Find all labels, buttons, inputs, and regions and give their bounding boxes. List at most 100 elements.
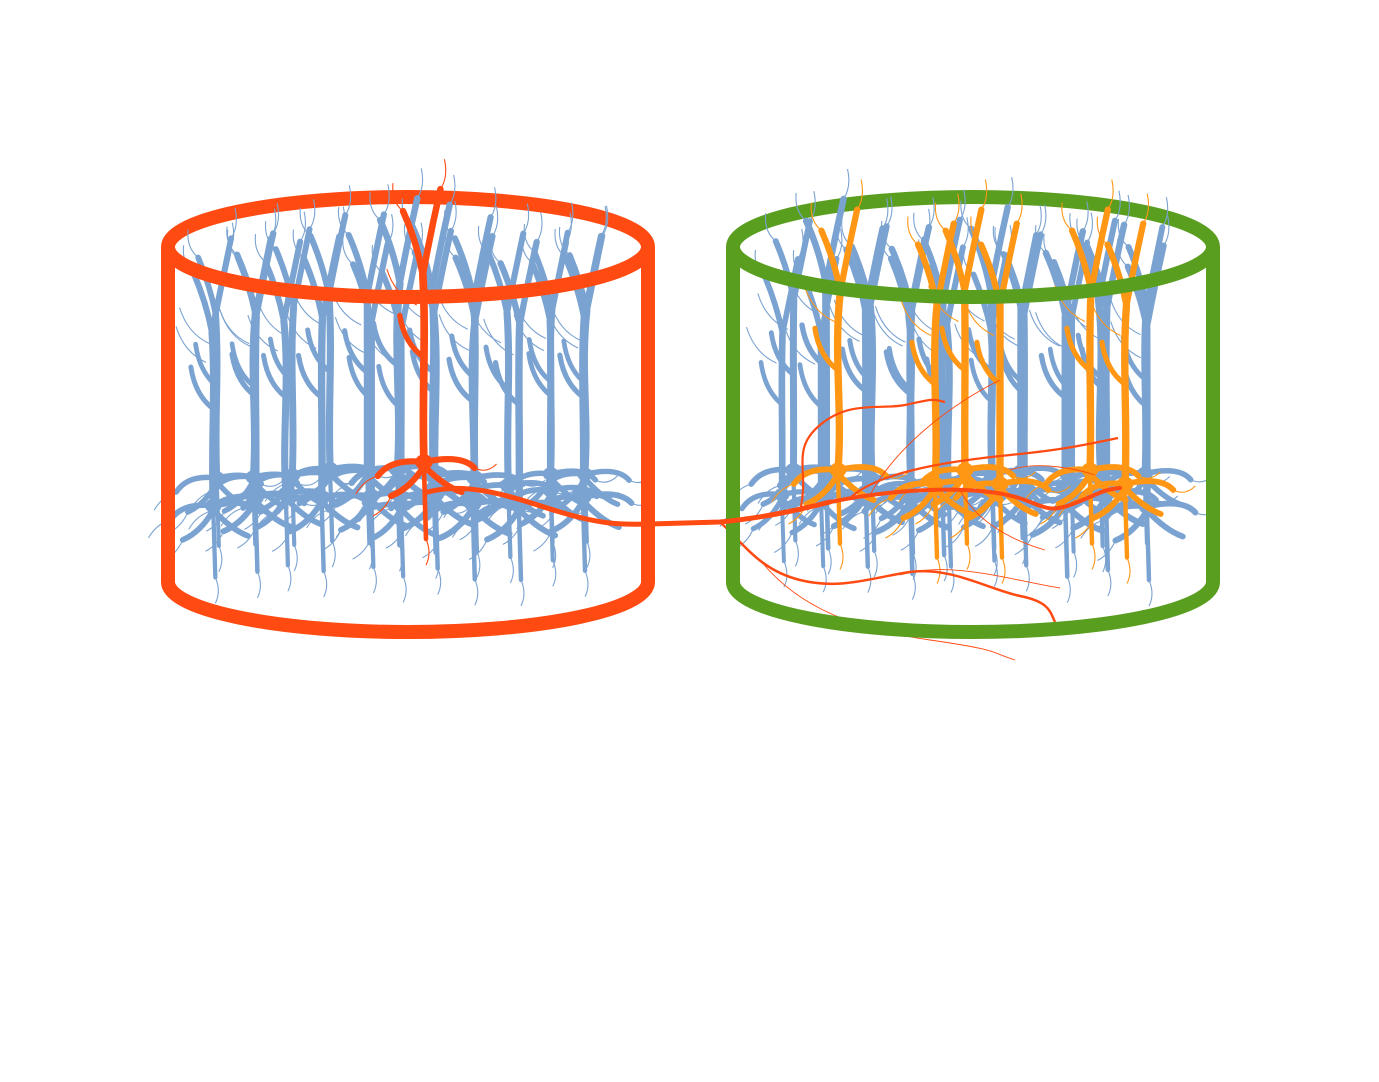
descending-dendrite <box>1062 504 1070 579</box>
basal-twigs <box>1023 471 1161 570</box>
tuft-twigs <box>513 212 572 352</box>
apical-dendrite <box>515 321 524 510</box>
soma <box>415 454 433 470</box>
axon-projection <box>425 485 833 527</box>
oblique-dendrite <box>812 325 841 373</box>
oblique-dendrite <box>295 352 325 401</box>
left-cylinder-back <box>161 190 655 248</box>
apical-dendrite <box>280 317 290 498</box>
tuft-branch <box>516 238 540 329</box>
apical-dendrite <box>430 310 440 498</box>
basal-twigs <box>522 475 652 568</box>
basal-twigs <box>355 463 497 566</box>
oblique-dendrite <box>188 364 216 412</box>
right-cylinder-back <box>726 190 1220 248</box>
basal-dendrites <box>1057 487 1159 531</box>
apical-dendrite <box>833 287 845 474</box>
tuft-twigs <box>900 193 960 337</box>
tuft-twigs <box>438 206 499 351</box>
tuft-branch <box>428 201 453 294</box>
basal-twigs <box>335 506 471 603</box>
target-neuron <box>898 179 1036 570</box>
soma <box>542 483 559 498</box>
basal-twigs <box>771 471 909 570</box>
basal-dendrites <box>790 464 890 507</box>
apical-dendrite <box>546 317 555 494</box>
apical-dendrite <box>579 314 588 501</box>
basal-dendrites <box>1016 494 1119 538</box>
descending-dendrite <box>946 500 954 569</box>
tuft-twigs <box>1070 194 1130 341</box>
basal-dendrites <box>977 465 1068 508</box>
tuft-branch <box>430 227 454 317</box>
apical-dendrite <box>987 326 996 497</box>
apical-dendrite <box>288 303 298 479</box>
tuft-twigs <box>1089 193 1150 337</box>
tuft-branch <box>253 230 277 320</box>
tuft-twigs <box>334 213 394 354</box>
basal-dendrites <box>739 489 829 532</box>
oblique-dendrite <box>446 356 476 404</box>
descending-dendrite <box>253 500 260 574</box>
tuft-twigs <box>547 205 607 349</box>
tuft-branch <box>862 225 886 315</box>
basal-twigs <box>220 495 356 592</box>
basal-dendrites <box>541 468 632 511</box>
basal-dendrites <box>374 456 478 500</box>
axon-collateral-major <box>828 486 1122 511</box>
tuft-twigs <box>483 211 543 356</box>
descending-dendrite <box>997 487 1005 560</box>
oblique-dendrite <box>346 354 374 402</box>
basal-twigs <box>451 507 591 607</box>
tuft-twigs <box>285 206 346 350</box>
tuft-branch <box>943 244 966 329</box>
descending-dendrite <box>580 500 588 573</box>
background-neuron <box>516 205 654 598</box>
basal-dendrites <box>1099 500 1199 544</box>
oblique-dendrite <box>758 360 785 407</box>
tuft-branch <box>961 206 985 295</box>
tuft-branch <box>208 249 232 336</box>
axon-collateral <box>849 436 1119 499</box>
basal-twigs <box>933 485 1071 584</box>
tuft-branch <box>1020 231 1044 319</box>
oblique-dendrite <box>968 357 995 405</box>
axon-terminal-arbor <box>719 379 1122 661</box>
oblique-dendrite <box>493 359 522 408</box>
basal-dendrites <box>1042 464 1142 507</box>
tuft-branch <box>779 256 801 336</box>
oblique-dendrite <box>342 328 370 376</box>
basal-twigs <box>486 492 620 587</box>
axon-fine-branches <box>759 379 1096 661</box>
descending-dendrite <box>369 499 376 570</box>
descending-dendrite <box>819 502 826 569</box>
tuft-twigs <box>179 208 237 345</box>
tuft-branch <box>368 240 391 327</box>
apical-dendrite <box>866 302 877 483</box>
right-cylinder-top-rim-front <box>726 246 1220 304</box>
oblique-dendrite <box>839 346 869 394</box>
apical-dendrite <box>251 312 260 501</box>
oblique-dendrite <box>1038 352 1068 401</box>
tuft-branch <box>419 185 444 279</box>
basal-twigs <box>190 478 320 571</box>
oblique-dendrite <box>397 312 427 361</box>
tuft-branch <box>396 195 421 287</box>
soma <box>991 476 1009 492</box>
basal-dendrites <box>462 479 559 523</box>
oblique-dendrite <box>883 349 914 397</box>
target-neuron <box>771 179 909 570</box>
soma <box>829 462 847 478</box>
oblique-dendrite <box>909 339 938 387</box>
axon-collateral <box>798 398 946 513</box>
apical-dendrite <box>325 291 335 473</box>
soma <box>313 490 331 505</box>
descending-dendrite <box>283 497 291 568</box>
tuft-branch <box>822 195 847 288</box>
apical-dendrite <box>208 328 218 510</box>
oblique-dendrite <box>376 363 404 411</box>
basal-dendrites <box>1100 467 1194 511</box>
left-cylinder-top-rim-back <box>161 190 655 248</box>
descending-dendrite <box>990 497 997 563</box>
